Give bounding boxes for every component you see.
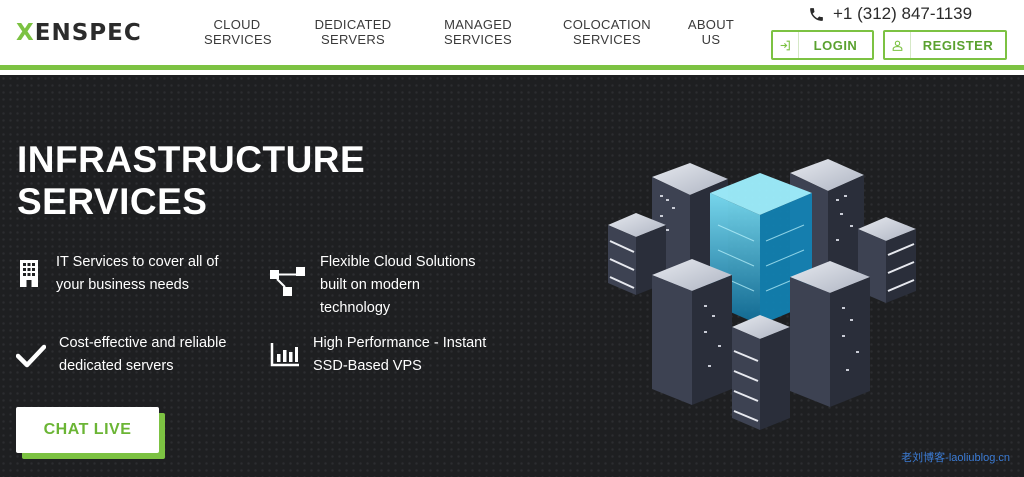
building-icon	[20, 260, 38, 287]
network-flow-icon	[270, 267, 305, 296]
bar-chart-icon	[270, 343, 299, 367]
hero-title: INFRASTRUCTURE SERVICES	[17, 139, 366, 222]
feature-high-performance: High Performance - Instant SSD-Based VPS	[313, 335, 487, 374]
watermark-text: 老刘博客-laoliublog.cn	[901, 452, 1010, 464]
checkmark-icon	[16, 344, 46, 368]
feature-it-services: IT Services to cover all of your busines…	[56, 254, 219, 293]
chat-live-button[interactable]: CHAT LIVE	[16, 407, 159, 453]
phone-link[interactable]: +1 (312) 847-1139	[808, 4, 972, 24]
phone-icon	[810, 7, 823, 21]
login-button[interactable]: LOGIN	[771, 30, 874, 60]
xenspec-logo[interactable]: XENSPEC	[16, 20, 142, 46]
feature-dedicated-servers: Cost-effective and reliable dedicated se…	[59, 335, 227, 374]
user-icon	[885, 32, 911, 58]
feature-cloud-solutions: Flexible Cloud Solutions built on modern…	[320, 254, 476, 316]
login-icon	[773, 32, 799, 58]
register-button[interactable]: REGISTER	[883, 30, 1007, 60]
hero-section: INFRASTRUCTURE SERVICES IT Services to c…	[0, 75, 1024, 477]
server-cluster-illustration	[608, 159, 916, 430]
